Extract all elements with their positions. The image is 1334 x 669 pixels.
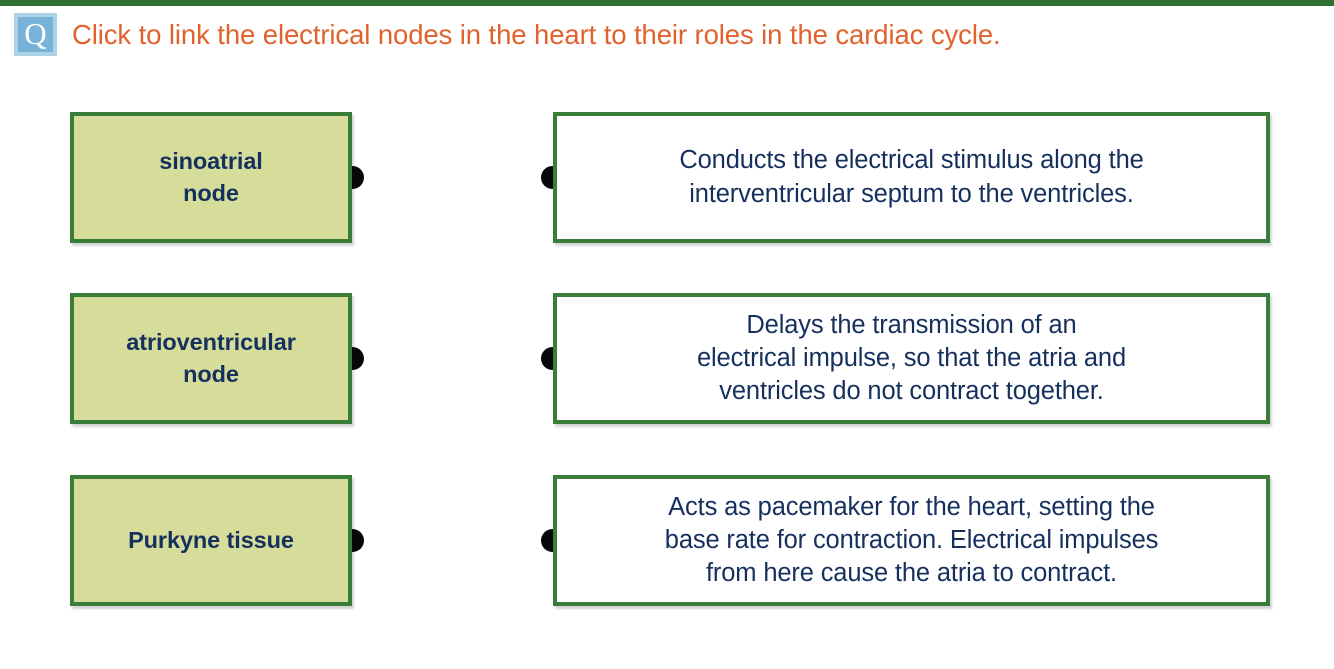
term-box-purkyne-tissue[interactable]: Purkyne tissue — [70, 475, 352, 606]
question-marker-icon: Q — [14, 13, 57, 56]
term-connector-dot[interactable] — [352, 529, 364, 552]
term-connector-dot[interactable] — [352, 347, 364, 370]
definition-connector-dot[interactable] — [541, 529, 553, 552]
top-accent-bar — [0, 0, 1334, 6]
question-marker-letter: Q — [24, 16, 47, 51]
definition-connector-dot[interactable] — [541, 347, 553, 370]
instruction-text: Click to link the electrical nodes in th… — [72, 19, 1001, 50]
term-connector-dot[interactable] — [352, 166, 364, 189]
definition-box-acts-as-pacemaker[interactable]: Acts as pacemaker for the heart, setting… — [553, 475, 1270, 606]
definition-box-conducts-stimulus[interactable]: Conducts the electrical stimulus along t… — [553, 112, 1270, 243]
definition-connector-dot[interactable] — [541, 166, 553, 189]
instruction-header: Q Click to link the electrical nodes in … — [0, 6, 1334, 68]
match-row: Purkyne tissue Acts as pacemaker for the… — [0, 475, 1334, 606]
